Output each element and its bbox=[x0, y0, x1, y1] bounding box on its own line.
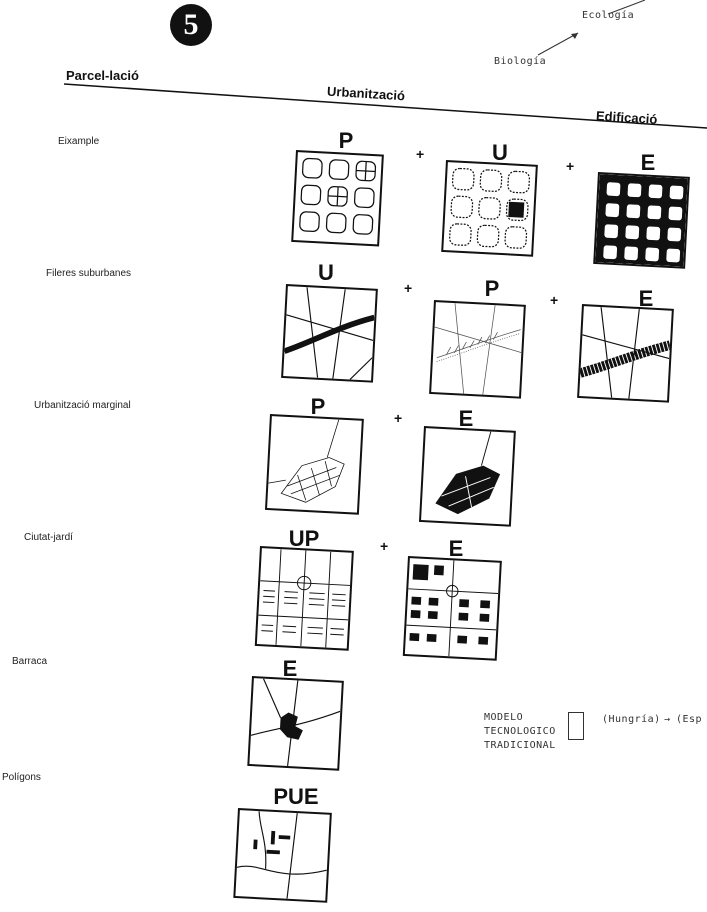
model-line1: MODELO bbox=[484, 712, 523, 723]
row6-item1-letter: PUE bbox=[248, 784, 344, 810]
row1-plus2: + bbox=[566, 158, 574, 174]
model-esp: (Esp bbox=[676, 714, 702, 725]
tile-ciutat-jardi-e bbox=[403, 556, 502, 661]
row4-plus1: + bbox=[380, 538, 388, 554]
model-arrow: → bbox=[664, 714, 671, 725]
tile-poligons-pue bbox=[233, 808, 332, 903]
row2-item2-letter: P bbox=[452, 276, 532, 302]
tile-fileres-p bbox=[429, 300, 526, 399]
model-box-icon bbox=[568, 712, 584, 740]
row-label-eixample: Eixample bbox=[58, 136, 99, 147]
row2-plus2: + bbox=[550, 292, 558, 308]
model-hungria: (Hungría) bbox=[602, 714, 661, 725]
row1-plus1: + bbox=[416, 146, 424, 162]
row-label-barraca: Barraca bbox=[12, 656, 47, 667]
row-label-urbanitzacio-marginal: Urbanització marginal bbox=[34, 400, 131, 411]
model-line3: TRADICIONAL bbox=[484, 740, 556, 751]
tile-eixample-u bbox=[441, 160, 538, 257]
tile-eixample-e bbox=[593, 172, 690, 269]
row-label-poligons: Polígons bbox=[2, 772, 41, 783]
row2-plus1: + bbox=[404, 280, 412, 296]
tile-fileres-e bbox=[577, 304, 674, 403]
row1-item3-letter: E bbox=[608, 150, 688, 176]
tile-fileres-u bbox=[281, 284, 378, 383]
model-line2: TECNOLOGICO bbox=[484, 726, 556, 737]
tile-marginal-e bbox=[419, 426, 516, 527]
ecologia-label: Ecología bbox=[582, 10, 634, 21]
figure-number-badge: 5 bbox=[170, 4, 212, 46]
row-label-ciutat-jardi: Ciutat-jardí bbox=[24, 532, 73, 543]
tile-barraca-e bbox=[247, 676, 344, 771]
tile-marginal-p bbox=[265, 414, 364, 515]
tile-eixample-p bbox=[291, 150, 384, 246]
tile-ciutat-jardi-up bbox=[255, 546, 354, 651]
biologia-label: Biología bbox=[494, 56, 546, 67]
row-label-fileres-suburbanes: Fileres suburbanes bbox=[46, 268, 131, 279]
header-parcelacio: Parcel-lació bbox=[66, 68, 139, 83]
row1-item1-letter: P bbox=[306, 128, 386, 154]
row2-item1-letter: U bbox=[286, 260, 366, 286]
row3-plus1: + bbox=[394, 410, 402, 426]
